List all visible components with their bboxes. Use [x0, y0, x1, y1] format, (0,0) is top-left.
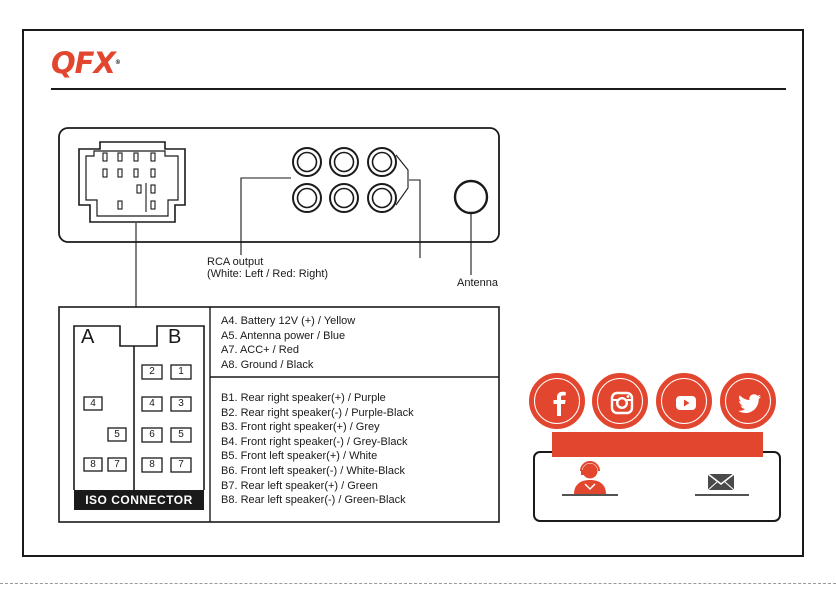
twitter-icon[interactable] [720, 373, 776, 429]
pin-b-2: 2 [149, 366, 155, 377]
email-icon[interactable] [694, 472, 750, 496]
pin-a-7: 7 [114, 459, 120, 470]
header-rule [51, 88, 786, 90]
pins-a [83, 396, 127, 472]
a-wire-item: A7. ACC+ / Red [221, 344, 299, 356]
logo-text: QFX [51, 46, 116, 80]
b-wire-item: B4. Front right speaker(-) / Grey-Black [221, 435, 408, 448]
b-wire-item: B7. Rear left speaker(+) / Green [221, 479, 378, 492]
rca-output-sublabel: (White: Left / Red: Right) [207, 268, 329, 280]
rca-jack [292, 147, 322, 177]
qfx-logo: QFX® [51, 46, 121, 80]
pin-b-7: 7 [178, 459, 184, 470]
rca-output-label: RCA output [207, 256, 264, 268]
youtube-icon[interactable] [656, 373, 712, 429]
rca-jack [367, 183, 397, 213]
block-b-label: B [168, 326, 182, 348]
rca-bracket [395, 154, 409, 206]
b-wire-item: B3. Front right speaker(+) / Grey [221, 421, 380, 434]
pin-b-3: 3 [178, 398, 184, 409]
page-frame [22, 29, 804, 557]
rca-jack [329, 147, 359, 177]
rca-jacks [292, 147, 397, 213]
iso-table [58, 306, 500, 523]
iso-connector-outline [73, 325, 205, 490]
b-wire-item: B8. Rear left speaker(-) / Green-Black [221, 494, 406, 507]
head-unit-body [58, 127, 500, 243]
b-wire-item: B5. Front left speaker(+) / White [221, 450, 378, 463]
b-wire-item: B6. Front left speaker(-) / White-Black [221, 465, 405, 477]
rca-leader [240, 177, 291, 255]
customer-support-icon[interactable] [560, 460, 620, 496]
rca-jack [367, 147, 397, 177]
pin-b-4: 4 [149, 398, 155, 409]
pin-a-5: 5 [114, 429, 120, 440]
b-wire-item: B2. Rear right speaker(-) / Purple-Black [221, 406, 414, 419]
b-wire-item: B1. Rear right speaker(+) / Purple [221, 392, 386, 404]
pin-a-4: 4 [90, 398, 96, 409]
antenna-label: Antenna [457, 277, 498, 289]
pin-b-8: 8 [149, 459, 155, 470]
a-wire-item: A8. Ground / Black [221, 358, 314, 371]
pin-b-6: 6 [149, 429, 155, 440]
iso-connector-banner: ISO CONNECTOR [74, 490, 204, 510]
pin-b-5: 5 [178, 429, 184, 440]
antenna-jack [453, 179, 489, 215]
rca-bracket-leader [409, 179, 421, 258]
rca-jack [292, 183, 322, 213]
iso-socket [78, 141, 186, 223]
block-a-label: A [81, 326, 95, 348]
support-header-bar [552, 432, 763, 457]
bottom-dashed-line [0, 583, 836, 584]
a-wire-item: A4. Battery 12V (+) / Yellow [221, 315, 356, 327]
rca-jack [329, 183, 359, 213]
pin-b-1: 1 [178, 366, 184, 377]
instagram-icon[interactable] [592, 373, 648, 429]
pins-b [141, 364, 192, 473]
pin-a-8: 8 [90, 459, 96, 470]
facebook-icon[interactable] [529, 373, 585, 429]
a-wire-item: A5. Antenna power / Blue [221, 329, 346, 342]
